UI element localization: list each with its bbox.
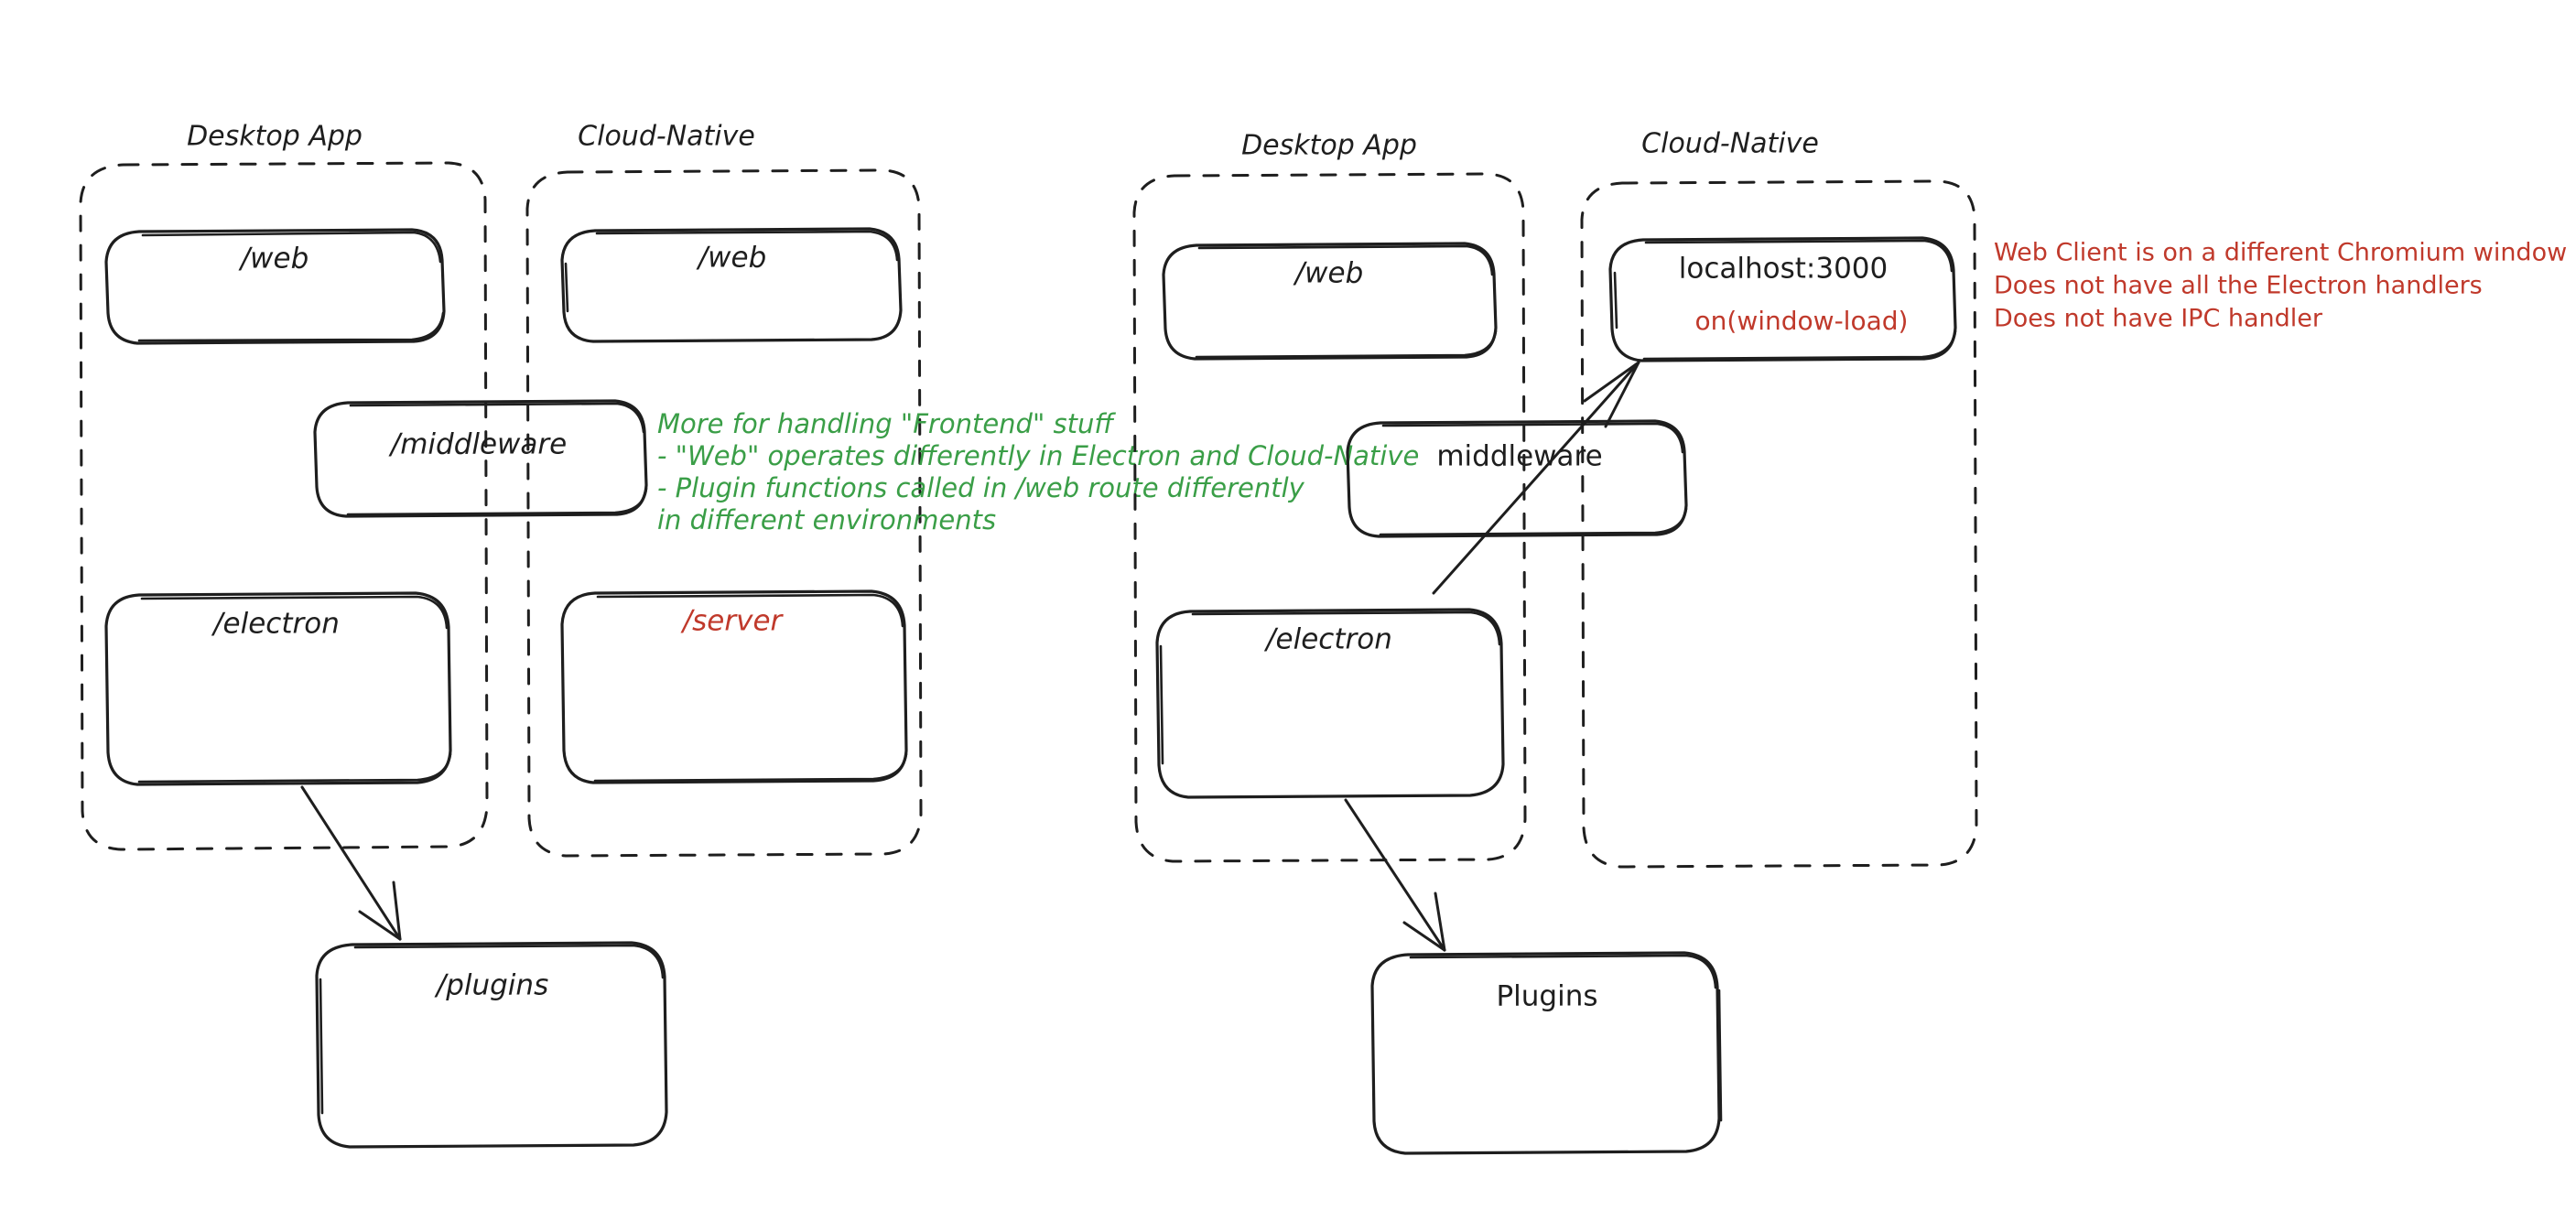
node-left-server-border <box>560 589 908 784</box>
node-right-desktop-web-border <box>1162 242 1498 361</box>
node-left-electron[interactable]: /electron <box>104 591 452 786</box>
node-left-cloud-web-sketch-overlay <box>564 230 899 313</box>
node-left-desktop-web-sketch-overlay <box>137 231 445 342</box>
group-right-cloud-native-label: Cloud-Native <box>1641 128 1819 160</box>
group-right-desktop-app[interactable]: Desktop App <box>1132 130 1527 863</box>
node-right-localhost[interactable]: localhost:3000 on(window-load) <box>1608 236 1957 362</box>
node-right-localhost-label: localhost:3000 <box>1679 253 1889 286</box>
note-red-line-2: Does not have all the Electron handlers <box>1994 272 2483 300</box>
node-left-plugins[interactable]: /plugins <box>315 941 668 1149</box>
node-left-server-sketch-overlay <box>593 593 908 783</box>
note-red-line-1: Web Client is on a different Chromium wi… <box>1994 239 2567 267</box>
node-left-server[interactable]: /server <box>560 589 908 784</box>
node-right-desktop-web-sketch-overlay <box>1195 244 1498 359</box>
node-right-middleware-sketch-overlay <box>1379 422 1688 536</box>
node-left-cloud-web-border <box>560 227 903 343</box>
note-red: Web Client is on a different Chromium wi… <box>1994 239 2567 333</box>
node-right-desktop-web[interactable]: /web <box>1162 242 1498 361</box>
arrow-right-electron-to-plugins-shaft <box>1344 798 1446 952</box>
node-left-cloud-web-label: /web <box>696 242 767 275</box>
arrow-left-electron-to-plugins <box>300 785 402 941</box>
node-left-desktop-web-border <box>104 228 446 345</box>
node-right-middleware-label: middleware <box>1436 440 1602 473</box>
node-left-desktop-web-label: /web <box>238 243 309 276</box>
arrow-left-electron-to-plugins-shaft <box>300 785 402 941</box>
node-right-plugins-label: Plugins <box>1496 980 1597 1013</box>
arrow-right-electron-to-localhost-shaft <box>1432 361 1640 595</box>
arrow-left-electron-to-plugins-head-a <box>358 910 402 941</box>
arrow-right-electron-to-localhost-head-a <box>1583 361 1640 403</box>
group-left-cloud-native[interactable]: Cloud-Native <box>525 121 923 858</box>
arrow-right-electron-to-plugins-head-b <box>1434 892 1446 952</box>
node-left-middleware-border <box>313 399 648 518</box>
node-right-localhost-border <box>1608 236 1957 362</box>
note-green-line-1: More for handling "Frontend" stuff <box>657 408 1116 439</box>
arrow-left-electron-to-plugins-head-b <box>392 881 402 941</box>
node-right-plugins-sketch-overlay <box>1409 954 1723 1122</box>
node-right-electron-border <box>1155 608 1505 799</box>
group-right-desktop-app-label: Desktop App <box>1241 130 1417 162</box>
node-right-middleware-border <box>1346 419 1688 538</box>
node-left-electron-label: /electron <box>211 608 340 641</box>
group-right-desktop-app-border <box>1132 172 1527 863</box>
note-green-line-3: - Plugin functions called in /web route … <box>657 472 1305 503</box>
node-right-plugins-border <box>1370 951 1721 1155</box>
node-right-electron-label: /electron <box>1263 623 1392 656</box>
node-right-plugins[interactable]: Plugins <box>1370 951 1723 1155</box>
node-left-middleware-label: /middleware <box>388 428 567 461</box>
node-left-plugins-sketch-overlay <box>319 944 665 1115</box>
node-left-plugins-border <box>315 941 668 1149</box>
arrow-right-electron-to-localhost-head-b <box>1604 361 1640 428</box>
note-red-line-3: Does not have IPC handler <box>1994 305 2323 333</box>
group-right-cloud-native[interactable]: Cloud-Native <box>1580 128 1978 869</box>
group-left-cloud-native-label: Cloud-Native <box>578 121 755 153</box>
node-right-localhost-sublabel: on(window-load) <box>1695 306 1909 336</box>
arrow-right-electron-to-localhost <box>1432 361 1640 595</box>
group-left-cloud-native-border <box>525 168 923 858</box>
node-left-middleware-sketch-overlay <box>346 402 648 516</box>
note-green-line-4: in different environments <box>657 504 996 535</box>
arrow-right-electron-to-plugins-head-a <box>1402 921 1446 952</box>
node-left-server-label: /server <box>680 605 785 638</box>
node-left-middleware[interactable]: /middleware <box>313 399 648 518</box>
note-green-line-2: - "Web" operates differently in Electron… <box>657 440 1419 471</box>
group-left-desktop-app[interactable]: Desktop App <box>79 121 489 851</box>
node-left-cloud-web[interactable]: /web <box>560 227 903 343</box>
node-right-desktop-web-label: /web <box>1293 257 1364 290</box>
node-left-desktop-web[interactable]: /web <box>104 228 446 345</box>
node-right-electron-sketch-overlay <box>1159 611 1501 765</box>
node-left-plugins-label: /plugins <box>434 969 548 1002</box>
node-left-electron-border <box>104 591 452 786</box>
node-right-middleware[interactable]: middleware <box>1346 419 1688 538</box>
note-green: More for handling "Frontend" stuff - "We… <box>657 408 1419 535</box>
node-right-electron[interactable]: /electron <box>1155 608 1505 799</box>
group-right-cloud-native-border <box>1580 179 1978 869</box>
group-left-desktop-app-border <box>79 161 489 851</box>
group-left-desktop-app-label: Desktop App <box>187 121 363 153</box>
node-left-electron-sketch-overlay <box>137 595 452 784</box>
node-right-localhost-sketch-overlay <box>1613 239 1957 361</box>
arrow-right-electron-to-plugins <box>1344 798 1446 952</box>
